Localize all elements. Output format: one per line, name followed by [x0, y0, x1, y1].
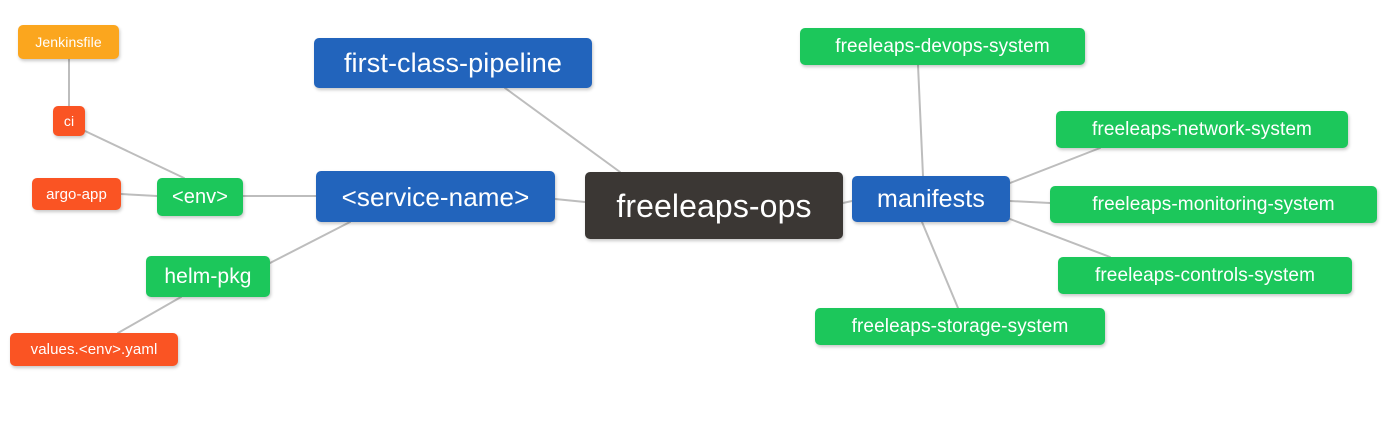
- mindmap-node-freeleaps-devops-system[interactable]: freeleaps-devops-system: [800, 28, 1085, 65]
- mindmap-node-label: helm-pkg: [164, 265, 252, 288]
- mindmap-node-label: <env>: [171, 186, 229, 208]
- mindmap-node-freeleaps-storage-system[interactable]: freeleaps-storage-system: [815, 308, 1105, 345]
- mindmap-node-freeleaps-ops[interactable]: freeleaps-ops: [585, 172, 843, 239]
- mindmap-node-label: <service-name>: [341, 181, 530, 212]
- edge-helmpkg-servicename: [269, 221, 351, 264]
- mindmap-node-label: freeleaps-monitoring-system: [1092, 194, 1335, 215]
- mindmap-node-label: freeleaps-controls-system: [1094, 265, 1316, 286]
- mindmap-node-service-name[interactable]: <service-name>: [316, 171, 555, 222]
- mindmap-node-label: argo-app: [46, 185, 107, 203]
- mindmap-node-env[interactable]: <env>: [157, 178, 243, 216]
- mindmap-node-label: first-class-pipeline: [343, 47, 563, 78]
- edge-manifests-network: [1009, 147, 1101, 184]
- mindmap-node-manifests[interactable]: manifests: [852, 176, 1010, 222]
- edge-manifests-monitoring: [1009, 200, 1051, 204]
- mindmap-node-label: freeleaps-ops: [616, 187, 812, 224]
- mindmap-node-jenkinsfile[interactable]: Jenkinsfile: [18, 25, 119, 59]
- mindmap-node-values-yaml[interactable]: values.<env>.yaml: [10, 333, 178, 366]
- mindmap-node-label: ci: [63, 113, 75, 129]
- mindmap-node-label: values.<env>.yaml: [30, 341, 158, 358]
- mindmap-node-freeleaps-network-system[interactable]: freeleaps-network-system: [1056, 111, 1348, 148]
- mindmap-node-label: Jenkinsfile: [35, 34, 102, 50]
- edge-servicename-root: [554, 198, 586, 203]
- mindmap-node-ci[interactable]: ci: [53, 106, 85, 136]
- edge-pipeline-root: [504, 87, 621, 173]
- edge-manifests-controls: [1009, 218, 1111, 258]
- edge-argoapp-env: [120, 193, 158, 197]
- mindmap-node-argo-app[interactable]: argo-app: [32, 178, 121, 210]
- mindmap-node-first-class-pipeline[interactable]: first-class-pipeline: [314, 38, 592, 88]
- mindmap-node-label: freeleaps-storage-system: [851, 316, 1069, 337]
- mindmap-node-label: freeleaps-network-system: [1092, 119, 1312, 140]
- edge-values-helmpkg: [117, 296, 182, 334]
- mindmap-node-label: freeleaps-devops-system: [835, 36, 1050, 57]
- edge-root-manifests: [842, 200, 853, 204]
- mindmap-node-label: manifests: [877, 184, 985, 213]
- edge-manifests-storage: [921, 221, 959, 309]
- mindmap-node-freeleaps-monitoring-system[interactable]: freeleaps-monitoring-system: [1050, 186, 1377, 223]
- edge-manifests-devops: [917, 64, 924, 177]
- edge-ci-env: [84, 130, 185, 179]
- mindmap-node-helm-pkg[interactable]: helm-pkg: [146, 256, 270, 297]
- mindmap-node-freeleaps-controls-system[interactable]: freeleaps-controls-system: [1058, 257, 1352, 294]
